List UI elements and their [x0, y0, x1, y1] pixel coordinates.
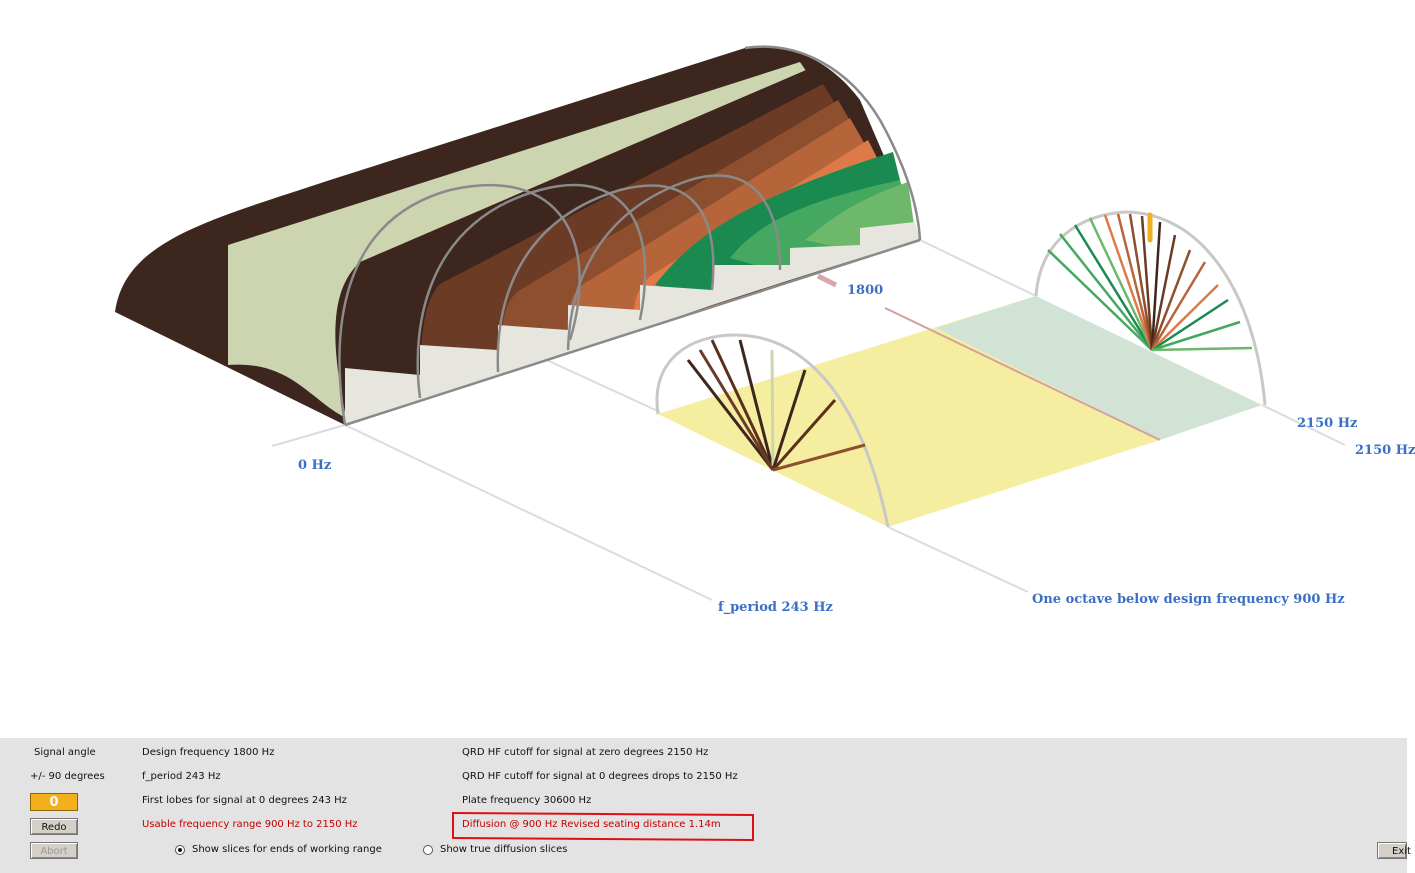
qrd-cutoff-zero-text: QRD HF cutoff for signal at zero degrees…: [462, 747, 709, 758]
mint-range-plane: [936, 296, 1262, 440]
redo-button[interactable]: Redo: [30, 818, 78, 835]
first-lobes-text: First lobes for signal at 0 degrees 243 …: [142, 795, 347, 806]
diffuser-shell: [115, 45, 922, 427]
polar-chart-low: [655, 333, 890, 528]
polar-chart-high: [1034, 210, 1267, 406]
qrd-cutoff-drop-text: QRD HF cutoff for signal at 0 degrees dr…: [462, 771, 738, 782]
zero-hz-label: 0 Hz: [298, 458, 332, 473]
diffuser-render: [115, 45, 1346, 601]
radio-true-slices[interactable]: [423, 845, 433, 855]
f-period-label: f_period 243 Hz: [718, 600, 833, 615]
design-frequency-line: [884, 307, 1161, 441]
signal-angle-label: Signal angle: [34, 747, 96, 758]
abort-button[interactable]: Abort: [30, 842, 78, 859]
cutoff-axis-line: [1261, 404, 1346, 446]
usable-range-text: Usable frequency range 900 Hz to 2150 Hz: [142, 819, 358, 830]
cutoff-label-a: 2150 Hz: [1297, 416, 1358, 431]
exit-button[interactable]: Exit: [1377, 842, 1411, 859]
design-frequency-label: 1800: [847, 283, 884, 298]
plate-frequency-text: Plate frequency 30600 Hz: [462, 795, 592, 806]
mid-axis-line: [539, 356, 661, 413]
design-frequency-marker: [816, 273, 838, 288]
radio-slices-ends[interactable]: [175, 845, 185, 855]
diffusion-highlight-box: [452, 811, 754, 842]
f-period-text: f_period 243 Hz: [142, 771, 221, 782]
design-axis-line: [919, 239, 1037, 297]
cutoff-label-b: 2150 Hz: [1355, 443, 1415, 458]
diffusion-3d-view: 1800 0 Hz f_period 243 Hz One octave bel…: [115, 45, 1415, 615]
octave-label: One octave below design frequency 900 Hz: [1032, 592, 1345, 607]
f-period-axis-line: [271, 423, 713, 601]
diffusion-text: Diffusion @ 900 Hz Revised seating dista…: [462, 819, 721, 830]
signal-angle-input[interactable]: 0: [30, 793, 78, 811]
design-frequency-text: Design frequency 1800 Hz: [142, 747, 275, 758]
octave-axis-line: [887, 526, 1029, 593]
radio-true-slices-label[interactable]: Show true diffusion slices: [440, 844, 568, 855]
angle-range-label: +/- 90 degrees: [30, 771, 105, 782]
radio-slices-ends-label[interactable]: Show slices for ends of working range: [192, 844, 382, 855]
control-panel: Signal angle +/- 90 degrees 0 Redo Abort…: [0, 738, 1411, 873]
